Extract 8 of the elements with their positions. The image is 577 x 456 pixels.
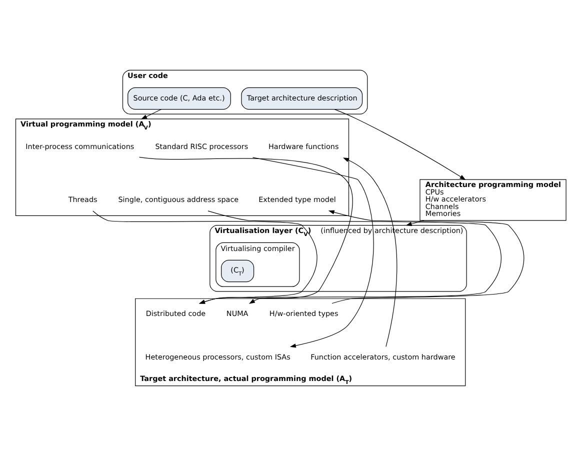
arrow <box>208 210 502 304</box>
arrow <box>328 210 524 304</box>
arrow <box>406 220 424 226</box>
arrow <box>92 210 318 304</box>
arrow <box>342 158 398 347</box>
arrow <box>141 109 162 120</box>
arrow <box>252 157 374 348</box>
arrow <box>139 156 353 304</box>
